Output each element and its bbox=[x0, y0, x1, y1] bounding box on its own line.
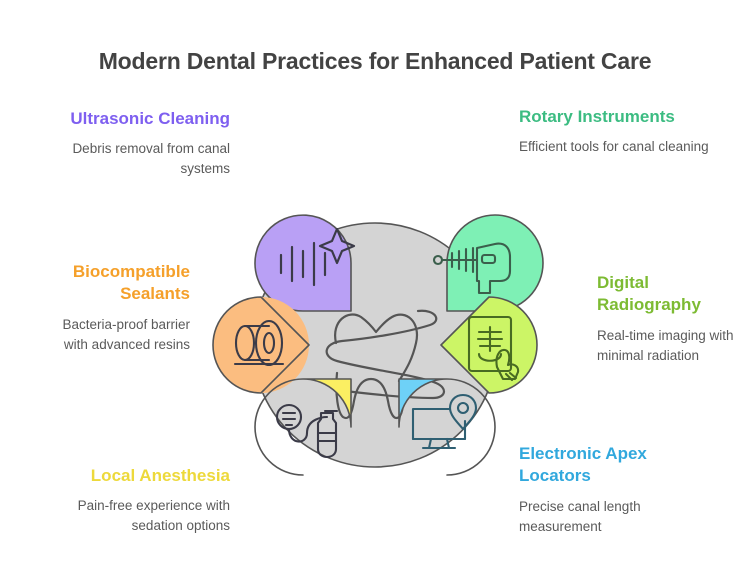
label-heading-digital-radiography: Digital Radiography bbox=[597, 273, 701, 315]
label-description-electronic-apex-locators: Precise canal length measurement bbox=[519, 498, 641, 534]
label-description-rotary-instruments: Efficient tools for canal cleaning bbox=[519, 139, 709, 155]
label-description-ultrasonic-cleaning: Debris removal from canal systems bbox=[72, 141, 230, 177]
sealant-roll-icon bbox=[233, 319, 285, 367]
label-heading-biocompatible-sealants: Biocompatible Sealants bbox=[72, 262, 190, 304]
label-description-local-anesthesia: Pain-free experience with sedation optio… bbox=[77, 498, 230, 534]
pin-digital-radiography[interactable] bbox=[440, 296, 538, 394]
label-heading-rotary-instruments: Rotary Instruments bbox=[519, 107, 675, 126]
pin-local-anesthesia[interactable] bbox=[254, 378, 352, 476]
pin-electronic-apex-locators[interactable] bbox=[398, 378, 496, 476]
label-heading-electronic-apex-locators: Electronic Apex Locators bbox=[519, 444, 647, 486]
label-heading-ultrasonic-cleaning: Ultrasonic Cleaning bbox=[70, 109, 230, 128]
monitor-location-pin-icon bbox=[411, 393, 478, 450]
label-description-biocompatible-sealants: Bacteria-proof barrier with advanced res… bbox=[62, 316, 190, 352]
xray-film-hand-icon bbox=[467, 315, 520, 382]
label-local-anesthesia: Local Anesthesia Pain-free experience wi… bbox=[55, 465, 230, 536]
label-biocompatible-sealants: Biocompatible Sealants Bacteria-proof ba… bbox=[40, 261, 190, 355]
label-heading-local-anesthesia: Local Anesthesia bbox=[90, 466, 230, 485]
page-title: Modern Dental Practices for Enhanced Pat… bbox=[98, 48, 652, 74]
label-electronic-apex-locators: Electronic Apex Locators Precise canal l… bbox=[519, 443, 709, 537]
pin-biocompatible-sealants[interactable] bbox=[212, 296, 310, 394]
label-digital-radiography: Digital Radiography Real-time imaging wi… bbox=[597, 272, 747, 366]
label-description-digital-radiography: Real-time imaging with minimal radiation bbox=[597, 327, 734, 363]
label-ultrasonic-cleaning: Ultrasonic Cleaning Debris removal from … bbox=[55, 108, 230, 179]
sound-wave-sparkle-icon bbox=[279, 227, 356, 287]
hub-and-spoke-diagram bbox=[212, 214, 544, 476]
label-rotary-instruments: Rotary Instruments Efficient tools for c… bbox=[519, 106, 709, 157]
pin-ultrasonic-cleaning[interactable] bbox=[254, 214, 356, 312]
anesthesia-syringe-icon bbox=[275, 403, 339, 459]
dental-handpiece-icon bbox=[432, 242, 512, 295]
pin-rotary-instruments[interactable] bbox=[432, 214, 544, 312]
